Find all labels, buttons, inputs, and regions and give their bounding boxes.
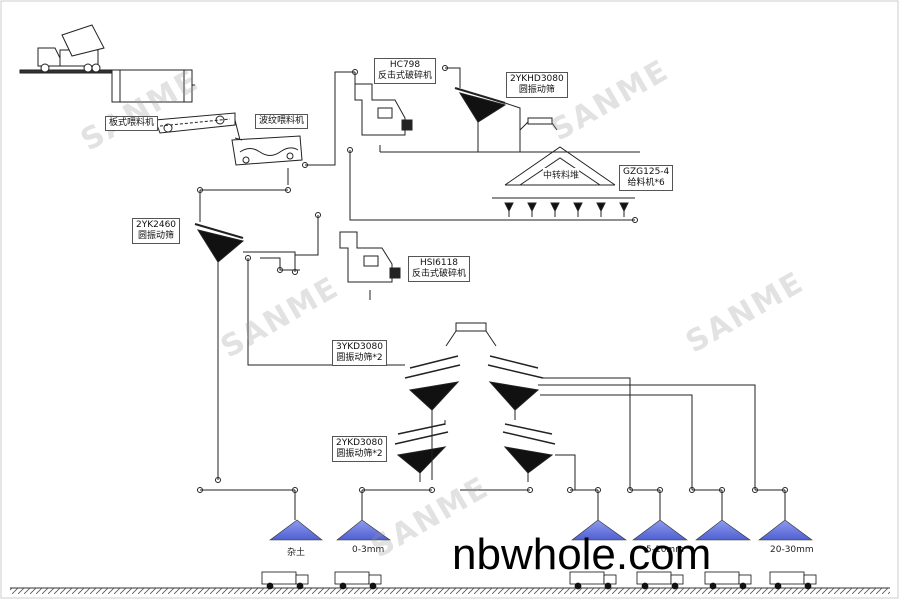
pile-2 — [336, 519, 391, 541]
pile-4 — [632, 519, 688, 541]
pile-3 — [571, 519, 627, 541]
label-wave-feeder: 波纹喂料机 — [255, 114, 309, 129]
label-central-pile: 中转料堆 — [543, 168, 580, 181]
pile-5 — [695, 519, 751, 541]
wave-feeder — [231, 135, 303, 166]
plate-feeder — [154, 112, 241, 141]
truck-icon-5 — [704, 571, 752, 590]
pile-1 — [269, 519, 323, 541]
label-plate-feeder: 板式喂料机 — [105, 116, 159, 131]
central-pile — [492, 146, 635, 199]
screen-3ykd3080 — [404, 355, 544, 411]
truck-icon-4 — [636, 571, 684, 590]
product-piles — [269, 519, 813, 541]
truck-icon-6 — [769, 571, 817, 590]
distributor — [445, 322, 497, 347]
dump-truck-icon — [19, 24, 126, 74]
ground — [10, 587, 890, 594]
truck-icon-1 — [261, 571, 309, 590]
hopper — [111, 69, 193, 103]
product-label-6: 20-30mm — [770, 545, 814, 555]
screen-2ykd3080 — [394, 423, 556, 474]
site-watermark-text: nbwhole.com — [452, 530, 712, 579]
hc798-crusher — [354, 83, 413, 136]
truck-icons — [261, 571, 817, 590]
gzg-feeders — [504, 202, 629, 217]
hsi6118-crusher — [339, 231, 401, 283]
product-label-4: 5-10mm — [646, 545, 684, 555]
pile-belt — [519, 117, 558, 131]
screen-2ykhd3080 — [454, 87, 507, 123]
truck-icon-3 — [569, 571, 617, 590]
conveyor-lines — [192, 65, 788, 520]
product-label-1: 杂土 — [287, 548, 306, 558]
screen-2yk2460 — [194, 223, 245, 263]
truck-icon-2 — [334, 571, 382, 590]
product-label-2: 0-3mm — [352, 545, 385, 555]
pile-6 — [758, 519, 813, 541]
